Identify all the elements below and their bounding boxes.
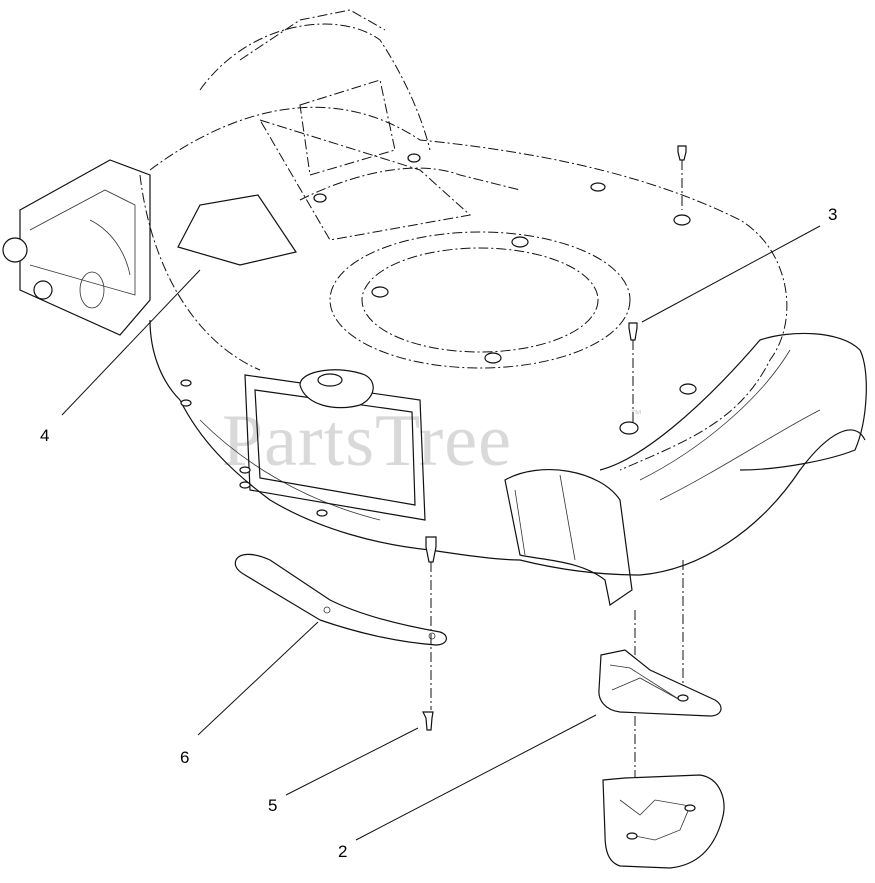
leader-lines — [61, 225, 821, 841]
screw-part — [628, 145, 687, 422]
leader-5 — [285, 727, 419, 796]
rivet-part — [422, 536, 437, 731]
leader-4 — [61, 269, 201, 416]
callout-3: 3 — [828, 205, 837, 224]
leader-6 — [197, 621, 319, 736]
callout-4: 4 — [40, 426, 49, 445]
callout-5: 5 — [268, 796, 277, 815]
callout-labels: 3 4 6 5 2 — [40, 205, 837, 861]
watermark: PartsTree — [222, 400, 512, 482]
deflector-part — [598, 560, 725, 869]
callout-6: 6 — [180, 748, 189, 767]
decal-part — [177, 194, 297, 266]
watermark-trademark: ™ — [630, 407, 642, 421]
baffle-plate-part — [234, 553, 447, 646]
leader-2 — [355, 714, 597, 841]
deck-housing — [2, 9, 867, 607]
callout-2: 2 — [338, 842, 347, 861]
leader-3 — [641, 225, 821, 323]
